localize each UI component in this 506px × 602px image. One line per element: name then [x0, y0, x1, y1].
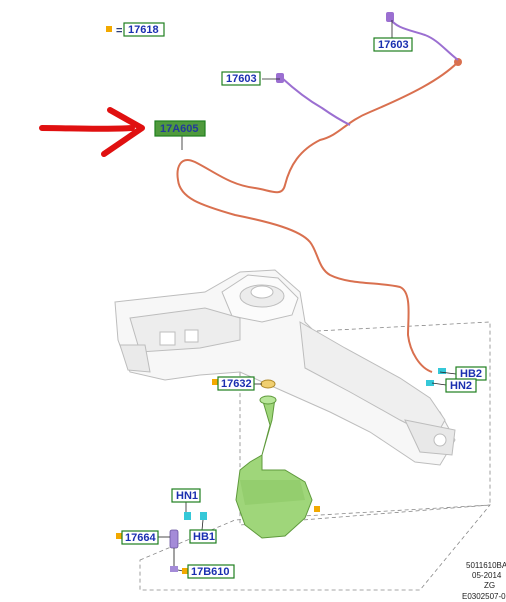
nozzle-upper-icon — [386, 12, 394, 22]
nozzle-lower-icon — [276, 73, 284, 83]
stamp-line-4: E0302507-0 — [462, 592, 506, 601]
label-HB1-box — [189, 529, 217, 544]
label-17664: 17664 — [125, 532, 156, 544]
clip-hb2-icon — [438, 368, 446, 374]
label-HB2: HB2 — [460, 368, 482, 380]
label-17632-box — [217, 376, 255, 391]
label-17A605-box — [154, 120, 206, 137]
label-17603-upper: 17603 — [378, 39, 409, 51]
nozzle-line-lower — [281, 77, 351, 126]
label-HN2: HN2 — [450, 380, 472, 392]
label-17603-lower-box — [221, 71, 261, 86]
label-17A605: 17A605 — [160, 123, 199, 135]
label-HN1: HN1 — [176, 490, 198, 502]
label-17B610: 17B610 — [191, 566, 230, 578]
clip-hb1-icon — [200, 512, 207, 520]
label-17B610-box — [187, 564, 235, 579]
label-17603-lower: 17603 — [226, 73, 257, 85]
label-17618-prefix: = — [116, 25, 122, 37]
marker-reservoir-icon — [314, 506, 320, 512]
dashed-region-pump — [139, 504, 491, 591]
stamp-line-2: 05-2014 — [472, 571, 502, 580]
clip-hn2-icon — [426, 380, 434, 386]
body-structure — [114, 269, 456, 466]
clip-hn1-icon — [184, 512, 191, 520]
label-17664-box — [121, 530, 159, 545]
label-17618: 17618 — [128, 24, 159, 36]
filler-cap-icon — [260, 379, 276, 389]
stamp-line-3: ZG — [484, 581, 495, 590]
label-17618-box — [123, 22, 165, 37]
pointer-arrow-head-icon — [101, 107, 145, 157]
marker-17664-icon — [116, 533, 122, 539]
hose-connector-icon — [454, 58, 462, 66]
marker-17632-icon — [212, 379, 218, 385]
washer-hose — [176, 61, 459, 373]
label-HN2-box — [445, 378, 477, 393]
label-17632: 17632 — [221, 378, 252, 390]
nozzle-line-upper — [389, 17, 459, 61]
marker-17B610-icon — [182, 568, 188, 574]
marker-17618-icon — [106, 26, 112, 32]
washer-reservoir — [235, 395, 313, 539]
stamp-line-1: 5011610BA — [466, 561, 506, 570]
label-17603-upper-box — [373, 37, 413, 52]
pump-connector-icon — [170, 566, 178, 572]
label-HB1: HB1 — [193, 531, 215, 543]
label-HN1-box — [171, 488, 201, 503]
washer-pump-icon — [169, 529, 179, 549]
pointer-arrow-shaft-icon — [39, 125, 135, 132]
